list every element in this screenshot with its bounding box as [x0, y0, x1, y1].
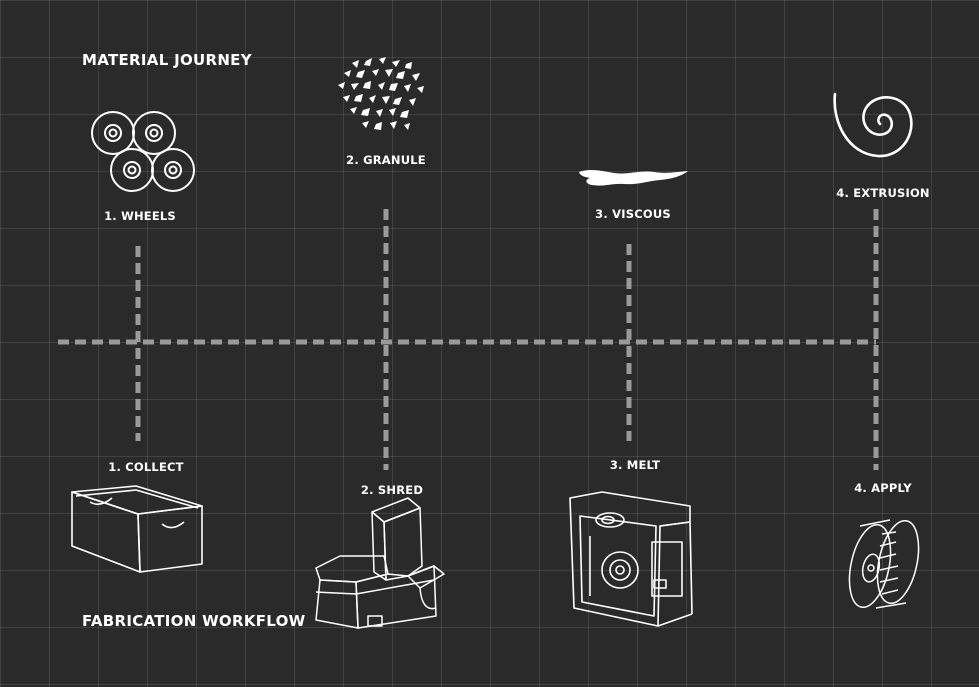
shredder-machine-icon [315, 497, 445, 629]
fabrication-workflow-title: FABRICATION WORKFLOW [82, 612, 306, 630]
step-label-shred: 2. SHRED [360, 483, 424, 497]
granule-icon [338, 57, 424, 130]
stage-label-viscous: 3. VISCOUS [595, 207, 671, 221]
filament-spool-icon [848, 519, 920, 609]
stage-label-granule: 2. GRANULE [346, 153, 426, 167]
wheels-icon [91, 111, 195, 192]
stage-label-extrusion: 4. EXTRUSION [836, 186, 930, 200]
step-label-apply: 4. APPLY [854, 481, 912, 495]
extrusion-spiral-icon [833, 92, 913, 158]
collection-bin-icon [71, 485, 203, 573]
step-label-collect: 1. COLLECT [108, 460, 184, 474]
step-label-melt: 3. MELT [609, 458, 661, 472]
melting-machine-icon [569, 491, 693, 627]
material-journey-title: MATERIAL JOURNEY [82, 51, 252, 69]
stage-label-wheels: 1. WHEELS [104, 209, 176, 223]
viscous-icon [579, 170, 688, 186]
